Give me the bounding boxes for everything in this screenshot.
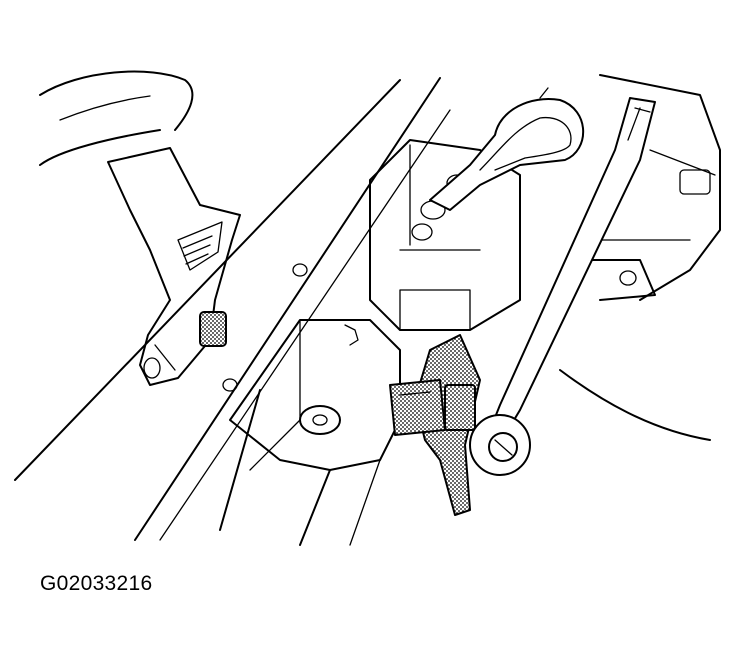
hatched-bracket — [389, 334, 481, 516]
figure-id-label: G02033216 — [40, 572, 153, 595]
frame-rails — [14, 77, 451, 541]
loop-lever — [429, 87, 585, 211]
line-drawing — [14, 70, 721, 546]
right-housing — [559, 74, 721, 441]
combination-wrench — [469, 97, 656, 476]
adjustable-wrench — [107, 147, 241, 386]
hand-outline — [39, 70, 194, 166]
